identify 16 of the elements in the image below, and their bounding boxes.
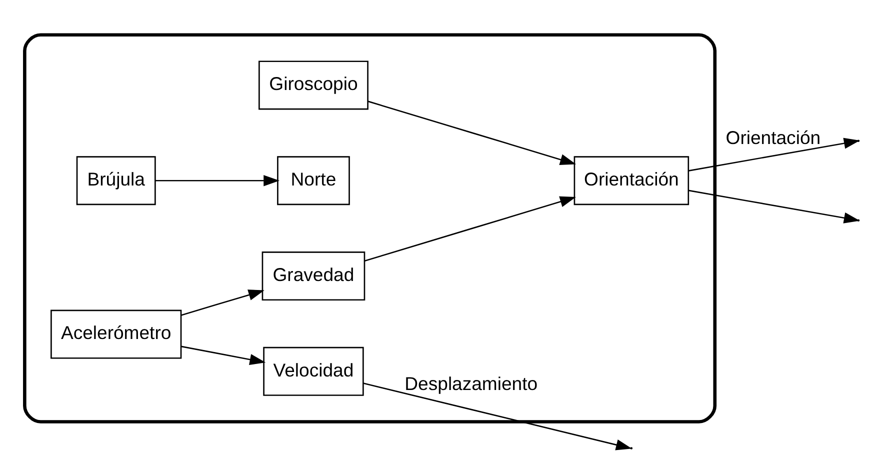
node-box: Gravedad	[262, 252, 366, 301]
arrow	[181, 346, 266, 366]
arrow	[364, 196, 576, 262]
edge-label: Orientación	[726, 126, 821, 148]
node-box: Orientación	[574, 156, 690, 206]
cluster	[23, 33, 717, 424]
arrow	[363, 382, 632, 450]
arrow	[180, 290, 264, 316]
node-box: Acelerómetro	[50, 310, 182, 359]
node-box: Velocidad	[263, 346, 364, 396]
arrow	[368, 100, 576, 165]
edge-label: Desplazamiento	[404, 373, 538, 394]
arrow	[155, 175, 280, 186]
node-box: Brújula	[76, 156, 156, 206]
node-box: Norte	[277, 156, 350, 206]
node-box: Giroscopio	[258, 60, 368, 110]
